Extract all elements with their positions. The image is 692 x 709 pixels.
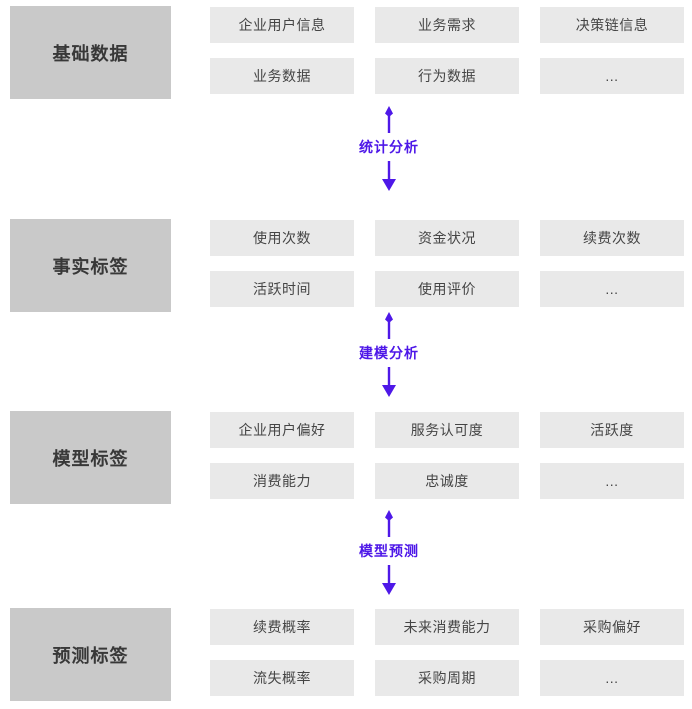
connector-label: 模型预测 xyxy=(359,543,419,559)
arrow-down-icon xyxy=(382,565,396,595)
tier-label: 预测标签 xyxy=(10,608,171,701)
item-box: 采购偏好 xyxy=(540,609,684,645)
item-box: 业务需求 xyxy=(375,7,519,43)
item-box: 企业用户信息 xyxy=(210,7,354,43)
item-box: 活跃度 xyxy=(540,412,684,448)
tier-basic-data: 基础数据 企业用户信息 业务需求 决策链信息 业务数据 行为数据 ... xyxy=(10,6,684,99)
tier-model-labels: 模型标签 企业用户偏好 服务认可度 活跃度 消费能力 忠诚度 ... xyxy=(10,411,684,504)
tier-items: 使用次数 资金状况 续费次数 活跃时间 使用评价 ... xyxy=(210,219,684,307)
item-box-ellipsis: ... xyxy=(540,58,684,94)
item-box: 行为数据 xyxy=(375,58,519,94)
tier-label: 模型标签 xyxy=(10,411,171,504)
item-box: 未来消费能力 xyxy=(375,609,519,645)
item-box: 决策链信息 xyxy=(540,7,684,43)
item-box: 消费能力 xyxy=(210,463,354,499)
item-box: 忠诚度 xyxy=(375,463,519,499)
arrow-up-icon xyxy=(385,312,393,339)
item-box: 活跃时间 xyxy=(210,271,354,307)
tier-label: 事实标签 xyxy=(10,219,171,312)
tier-items: 企业用户偏好 服务认可度 活跃度 消费能力 忠诚度 ... xyxy=(210,411,684,499)
item-box: 采购周期 xyxy=(375,660,519,696)
tier-items: 企业用户信息 业务需求 决策链信息 业务数据 行为数据 ... xyxy=(210,6,684,94)
connector-modeling-analysis: 建模分析 xyxy=(359,312,419,398)
connector-label: 建模分析 xyxy=(359,345,419,361)
item-box: 业务数据 xyxy=(210,58,354,94)
tier-label: 基础数据 xyxy=(10,6,171,99)
item-box-ellipsis: ... xyxy=(540,271,684,307)
arrow-down-icon xyxy=(382,161,396,191)
arrow-up-icon xyxy=(385,106,393,133)
item-box: 流失概率 xyxy=(210,660,354,696)
item-box: 服务认可度 xyxy=(375,412,519,448)
item-box: 续费概率 xyxy=(210,609,354,645)
item-box-ellipsis: ... xyxy=(540,660,684,696)
item-box: 资金状况 xyxy=(375,220,519,256)
item-box: 使用评价 xyxy=(375,271,519,307)
tier-items: 续费概率 未来消费能力 采购偏好 流失概率 采购周期 ... xyxy=(210,608,684,696)
tier-fact-labels: 事实标签 使用次数 资金状况 续费次数 活跃时间 使用评价 ... xyxy=(10,219,684,312)
item-box-ellipsis: ... xyxy=(540,463,684,499)
arrow-down-icon xyxy=(382,367,396,397)
connector-model-prediction: 模型预测 xyxy=(359,510,419,596)
item-box: 使用次数 xyxy=(210,220,354,256)
connector-statistical-analysis: 统计分析 xyxy=(359,106,419,192)
item-box: 续费次数 xyxy=(540,220,684,256)
arrow-up-icon xyxy=(385,510,393,537)
connector-label: 统计分析 xyxy=(359,139,419,155)
item-box: 企业用户偏好 xyxy=(210,412,354,448)
tier-prediction-labels: 预测标签 续费概率 未来消费能力 采购偏好 流失概率 采购周期 ... xyxy=(10,608,684,701)
